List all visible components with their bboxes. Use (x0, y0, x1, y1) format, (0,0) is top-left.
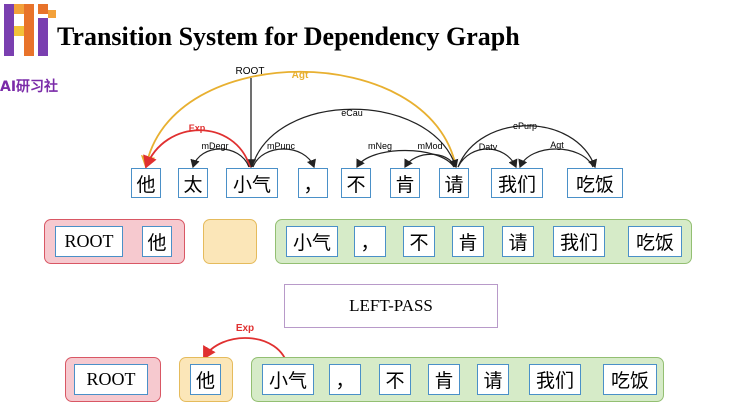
page-title: Transition System for Dependency Graph (57, 22, 520, 51)
input-token: 不 (379, 364, 411, 395)
mdegr-arc-label: mDegr (201, 141, 228, 151)
agt-arc (518, 148, 594, 169)
epurp-arc-label: ePurp (513, 121, 537, 131)
mneg-arc-label: mNeg (368, 141, 392, 151)
input-token: 小气 (262, 364, 314, 395)
input-token: 我们 (553, 226, 605, 257)
graph-token: ， (298, 168, 328, 198)
input-token: 肯 (428, 364, 460, 395)
graph-token: 太 (178, 168, 208, 198)
mneg-arc (356, 149, 455, 169)
input-token: 请 (477, 364, 509, 395)
graph-token: 他 (131, 168, 161, 198)
input-token: 我们 (529, 364, 581, 395)
input-token: 不 (403, 226, 435, 257)
input-token: 小气 (286, 226, 338, 257)
epurp-arc (457, 125, 598, 169)
agt-top-arc-label: Agt (292, 70, 309, 81)
ecau-arc (251, 108, 459, 169)
exp-transition-arc (203, 337, 289, 368)
ecau-arc-label: eCau (341, 108, 363, 118)
dependency-arcs: ROOT Agt eCau Exp mDegr mPunc mNeg mMod … (140, 66, 598, 169)
graph-token: 小气 (226, 168, 278, 198)
mdegr-arc (190, 148, 250, 169)
input-token: 请 (502, 226, 534, 257)
datv-arc-label: Datv (479, 142, 498, 152)
buffer-token: 他 (190, 364, 221, 395)
input-token: ， (329, 364, 361, 395)
agt-arc-label: Agt (550, 140, 564, 150)
graph-token: 我们 (491, 168, 543, 198)
logo-mark-icon (4, 4, 56, 56)
stack-token: 他 (142, 226, 172, 257)
stack-token: ROOT (55, 226, 123, 257)
datv-arc (457, 148, 518, 169)
root-arc-label: ROOT (236, 66, 265, 77)
exp-arc-label: Exp (189, 123, 206, 133)
mmod-arc-label: mMod (417, 141, 442, 151)
agt-top-arc (140, 71, 457, 169)
mpunc-arc-label: mPunc (267, 141, 296, 151)
input-token: 肯 (452, 226, 484, 257)
stack-token: ROOT (74, 364, 148, 395)
buffer-region (203, 219, 257, 264)
input-token: ， (354, 226, 386, 257)
exp-arc (143, 129, 251, 169)
logo: AI研习社 (0, 0, 60, 95)
state2-arc: Exp (203, 323, 289, 368)
graph-token: 吃饭 (567, 168, 623, 198)
logo-text: AI研习社 (0, 79, 59, 95)
exp-transition-arc-label: Exp (236, 323, 254, 334)
graph-token: 不 (341, 168, 371, 198)
action-box: LEFT-PASS (284, 284, 498, 328)
graph-token: 肯 (390, 168, 420, 198)
mpunc-arc (252, 148, 316, 169)
input-token: 吃饭 (603, 364, 657, 395)
graph-token: 请 (439, 168, 469, 198)
input-token: 吃饭 (628, 226, 682, 257)
mmod-arc (404, 153, 456, 169)
